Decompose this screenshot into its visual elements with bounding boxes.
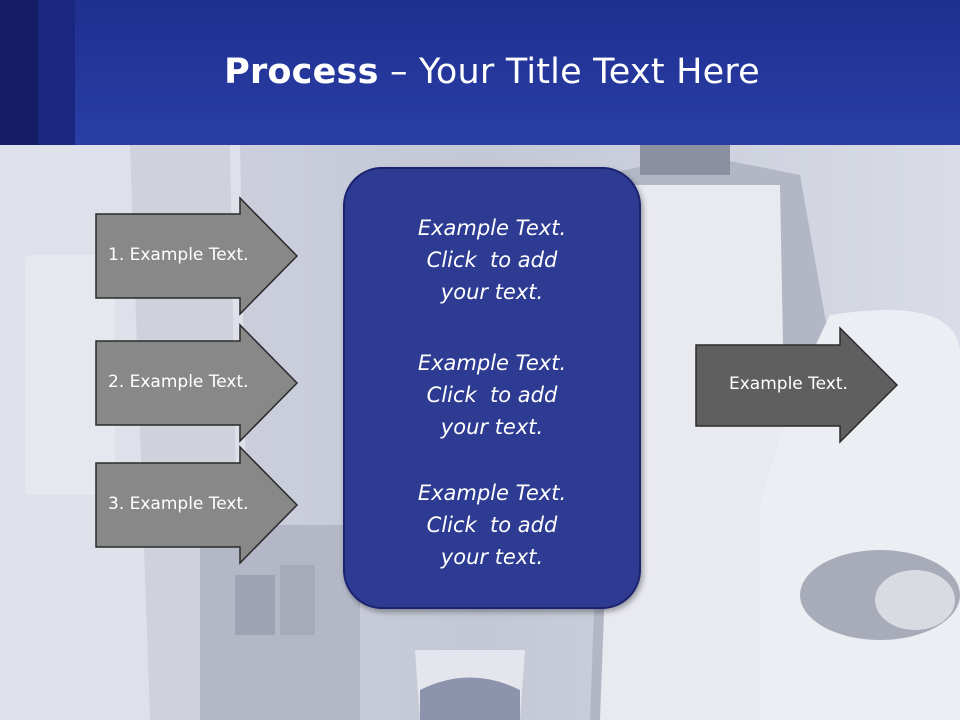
process-arrow-3[interactable] xyxy=(95,445,299,565)
slide-title[interactable]: Process – Your Title Text Here xyxy=(0,52,960,92)
text-line: Example Text. xyxy=(417,216,567,240)
arrow-label: 3. Example Text. xyxy=(108,494,249,514)
text-line: Example Text. xyxy=(417,481,567,505)
text-block: Example Text. Click to add your text. xyxy=(346,347,638,443)
result-label: Example Text. xyxy=(729,374,848,394)
title-bold: Process xyxy=(224,52,379,92)
text-line: Click to add xyxy=(426,513,558,537)
header-stripe xyxy=(0,0,38,145)
title-bar xyxy=(0,0,960,145)
text-line: your text. xyxy=(440,280,544,304)
arrow-label: 2. Example Text. xyxy=(108,372,249,392)
text-line: Click to add xyxy=(426,248,558,272)
header-stripe xyxy=(38,0,75,145)
center-box[interactable] xyxy=(343,167,641,609)
arrow-label: 1. Example Text. xyxy=(108,245,249,265)
text-line: your text. xyxy=(440,415,544,439)
text-line: Example Text. xyxy=(417,351,567,375)
process-arrow-1[interactable] xyxy=(95,196,299,316)
text-line: Click to add xyxy=(426,383,558,407)
text-line: your text. xyxy=(440,545,544,569)
process-arrow-2[interactable] xyxy=(95,323,299,443)
result-arrow[interactable] xyxy=(695,326,899,444)
text-block: Example Text. Click to add your text. xyxy=(346,212,638,308)
title-text: – Your Title Text Here xyxy=(378,52,760,92)
text-block: Example Text. Click to add your text. xyxy=(346,477,638,573)
